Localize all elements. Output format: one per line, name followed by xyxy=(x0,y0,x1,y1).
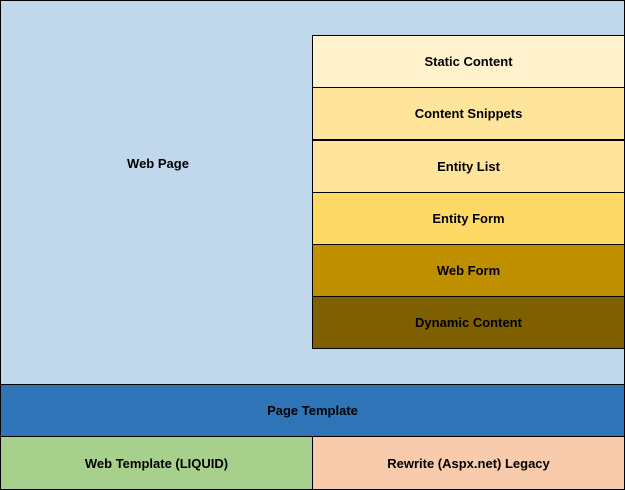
rewrite-template-label: Rewrite (Aspx.net) Legacy xyxy=(387,455,550,471)
content-layer-web-form: Web Form xyxy=(312,244,625,297)
web-template-label: Web Template (LIQUID) xyxy=(84,455,229,471)
content-layer-dynamic-content: Dynamic Content xyxy=(312,296,625,349)
content-layer-label: Entity List xyxy=(437,159,500,174)
content-layer-label: Web Form xyxy=(436,263,501,278)
content-layer-entity-list: Entity List xyxy=(312,140,625,193)
content-layer-entity-form: Entity Form xyxy=(312,192,625,245)
content-layer-content-snippets: Content Snippets xyxy=(312,87,625,140)
content-layer-label: Dynamic Content xyxy=(415,315,522,330)
content-layer-label: Static Content xyxy=(424,54,513,69)
web-template-box: Web Template (LIQUID) xyxy=(0,436,313,490)
rewrite-template-box: Rewrite (Aspx.net) Legacy xyxy=(312,436,625,490)
content-layer-label: Content Snippets xyxy=(414,106,523,121)
page-template-box: Page Template xyxy=(0,384,625,437)
content-layer-label: Entity Form xyxy=(432,211,505,226)
content-layer-static-content: Static Content xyxy=(312,35,625,88)
web-page-label: Web Page xyxy=(127,156,189,171)
page-template-label: Page Template xyxy=(267,403,358,418)
